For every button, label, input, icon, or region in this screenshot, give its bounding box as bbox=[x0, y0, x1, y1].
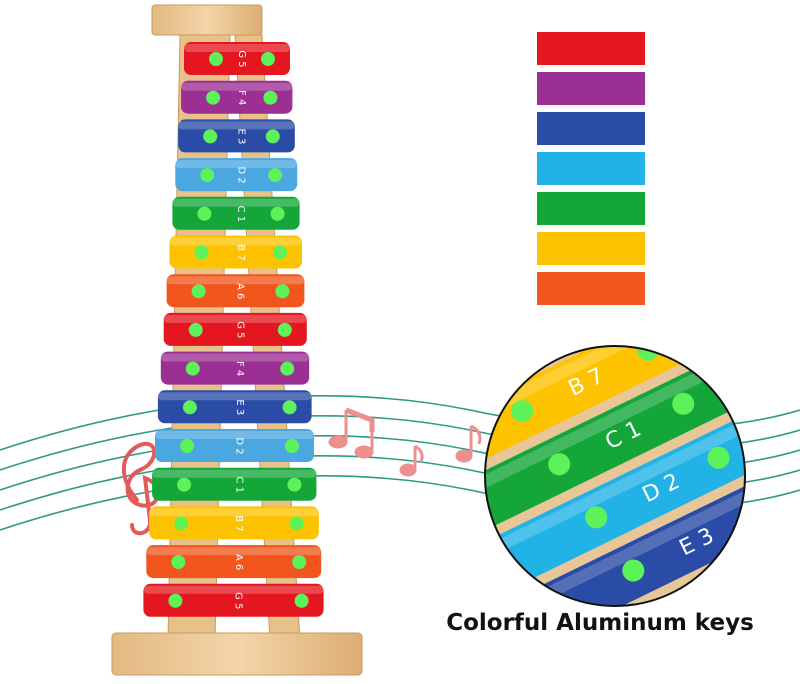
pin bbox=[282, 400, 297, 415]
xylophone-key: F 4 bbox=[160, 351, 310, 385]
pin bbox=[585, 506, 608, 529]
pin bbox=[171, 555, 186, 570]
swatch-orange bbox=[537, 272, 645, 305]
xylophone-key: B 7 bbox=[169, 235, 302, 269]
key-label: G 5 bbox=[236, 50, 247, 67]
pin bbox=[273, 245, 287, 260]
pin bbox=[672, 392, 695, 415]
pin bbox=[289, 516, 304, 531]
key-label: A 6 bbox=[233, 554, 244, 570]
pin bbox=[265, 129, 280, 144]
xylophone-keys: G 5 F 4 E 3 D 2 C 1 B 7 A 6 G 5 F 4 E 3 D 2 C 1 B 7 A… bbox=[143, 42, 324, 617]
xylophone-key: D 2 bbox=[155, 429, 314, 462]
key-label: C 1 bbox=[233, 476, 244, 493]
pin bbox=[174, 516, 189, 531]
pin bbox=[197, 206, 212, 221]
key-label: F 4 bbox=[234, 361, 245, 376]
xylophone-key: D 2 bbox=[175, 158, 298, 192]
pin bbox=[203, 129, 218, 144]
swatch-red bbox=[537, 32, 645, 65]
key-label: D 2 bbox=[234, 437, 245, 454]
pin bbox=[209, 52, 223, 66]
swatch-green bbox=[537, 192, 645, 225]
key-label: B 7 bbox=[233, 515, 244, 531]
pin bbox=[182, 400, 197, 415]
pin bbox=[200, 168, 215, 183]
pin bbox=[180, 439, 194, 453]
pin bbox=[292, 555, 307, 570]
swatch-yellow bbox=[537, 232, 645, 265]
pin bbox=[191, 284, 206, 299]
caption-text: Colorful Aluminum keys bbox=[446, 610, 754, 636]
pin bbox=[270, 206, 285, 221]
pin bbox=[277, 322, 292, 337]
pin bbox=[261, 52, 275, 66]
zoom-inset: B 7C 1D 2E 3 bbox=[484, 345, 746, 607]
zoom-key: E 3 bbox=[485, 438, 745, 606]
xylophone-key: E 3 bbox=[157, 390, 312, 424]
xylophone-key: A 6 bbox=[166, 274, 305, 308]
pin bbox=[263, 90, 278, 105]
xylophone-key: G 5 bbox=[184, 42, 290, 75]
swatch-purple bbox=[537, 72, 645, 105]
xylophone-key: F 4 bbox=[181, 80, 293, 114]
key-label: F 4 bbox=[236, 90, 247, 105]
music-notes-icon bbox=[328, 407, 482, 477]
xylophone-key: A 6 bbox=[146, 545, 322, 579]
pin bbox=[177, 477, 192, 492]
pin bbox=[287, 477, 302, 492]
pin bbox=[548, 453, 571, 476]
xylophone-key: G 5 bbox=[163, 312, 307, 346]
pin bbox=[275, 284, 290, 299]
xylophone-key: E 3 bbox=[178, 119, 295, 153]
swatch-light-blue bbox=[537, 152, 645, 185]
pin bbox=[511, 400, 534, 423]
pin bbox=[707, 446, 730, 469]
key-label: C 1 bbox=[235, 206, 246, 223]
xylophone-key: B 7 bbox=[149, 506, 319, 540]
key-label: B 7 bbox=[235, 244, 246, 260]
key-label: E 3 bbox=[236, 128, 247, 144]
key-label: E 3 bbox=[234, 399, 245, 415]
pin bbox=[194, 245, 209, 260]
pin bbox=[206, 90, 221, 105]
pin bbox=[168, 593, 183, 608]
pin bbox=[285, 439, 299, 453]
pin bbox=[622, 559, 645, 582]
xylophone-key: C 1 bbox=[152, 467, 317, 501]
xylophone-key: G 5 bbox=[143, 583, 324, 617]
pin bbox=[294, 593, 309, 608]
key-label: D 2 bbox=[235, 166, 246, 183]
pin bbox=[268, 168, 283, 183]
key-label: G 5 bbox=[233, 592, 244, 609]
swatch-blue bbox=[537, 112, 645, 145]
pin bbox=[280, 361, 295, 376]
key-label: G 5 bbox=[234, 321, 245, 338]
key-label: A 6 bbox=[235, 283, 246, 299]
xylophone-key: C 1 bbox=[172, 196, 300, 230]
pin bbox=[188, 322, 203, 337]
pin bbox=[185, 361, 200, 376]
